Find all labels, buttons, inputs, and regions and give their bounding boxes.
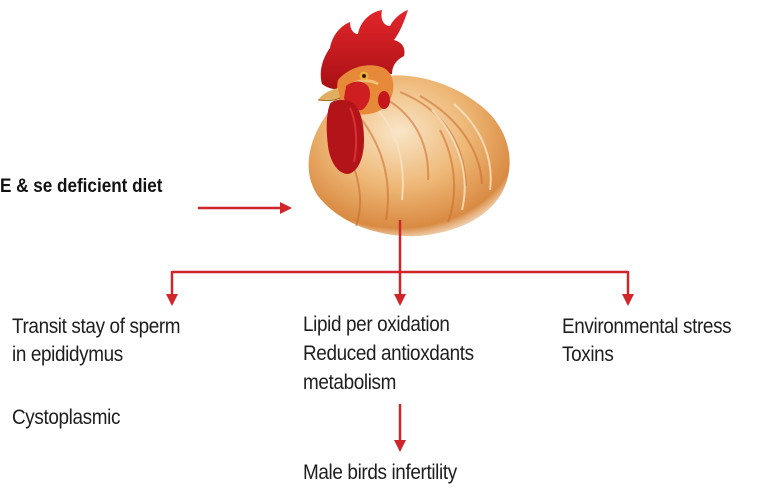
left-text-line2: in epididymus: [12, 341, 123, 369]
bottom-text: Male birds infertility: [303, 459, 457, 487]
rooster-image: [309, 10, 510, 236]
left-text-line1: Transit stay of sperm: [12, 313, 180, 341]
left-text-line3: Cystoplasmic: [12, 404, 120, 432]
diet-label: E & se deficient diet: [0, 176, 162, 198]
middle-text-line2: Reduced antioxdants: [303, 340, 474, 368]
middle-text-line3: metabolism: [303, 369, 396, 397]
middle-text-line1: Lipid per oxidation: [303, 311, 450, 339]
right-text-line1: Environmental stress: [562, 313, 731, 341]
right-text-line2: Toxins: [562, 341, 613, 369]
